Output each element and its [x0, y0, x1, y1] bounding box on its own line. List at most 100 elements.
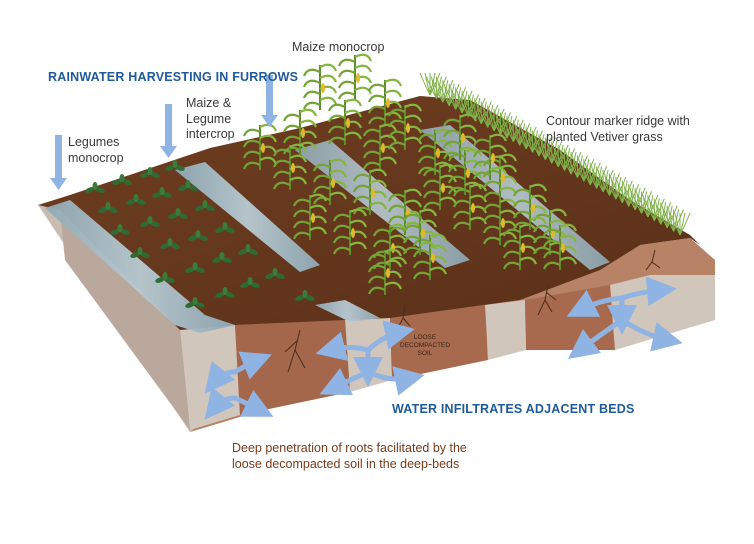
maize-plant-icon: [387, 103, 423, 150]
maize-plants: [242, 53, 578, 295]
legume-plant-icon: [185, 297, 205, 308]
vetiver-grass-icon: [438, 83, 460, 106]
label-loose-soil: LOOSE DECOMPACTED SOIL: [400, 334, 451, 357]
vetiver-grass-icon: [669, 212, 691, 236]
vetiver-grass-icon: [515, 126, 537, 150]
maize-plant-icon: [292, 193, 328, 240]
maize-plant-icon: [512, 183, 548, 230]
maize-plant-icon: [482, 153, 518, 200]
heading-rainwater-harvesting: RAINWATER HARVESTING IN FURROWS: [48, 70, 299, 84]
vetiver-grass-icon: [637, 194, 659, 218]
maize-plant-icon: [472, 133, 508, 180]
maize-plant-icon: [442, 113, 478, 160]
legume-plant-icon: [178, 180, 198, 191]
label-maize-monocrop: Maize monocrop: [292, 40, 385, 54]
label-contour-ridge: Contour marker ridge with planted Vetive…: [546, 114, 690, 144]
legume-plant-icon: [130, 247, 150, 258]
vetiver-grass-icon: [599, 173, 620, 196]
infiltration-arrow-icon: [365, 320, 415, 353]
maize-plant-icon: [327, 98, 363, 145]
legume-plant-icon: [160, 238, 180, 249]
legume-plant-icon: [155, 272, 175, 283]
water-furrow-1: [45, 200, 235, 333]
vetiver-grass-icon: [611, 180, 633, 203]
infiltration-arrow-icon: [232, 351, 272, 380]
legume-plant-icon: [215, 287, 235, 298]
infiltration-arrow-icon: [619, 276, 677, 307]
legume-plant-icon: [165, 160, 185, 171]
legume-plant-icon: [85, 182, 105, 193]
infiltration-arrow-icon: [566, 289, 625, 317]
label-water-infiltrates: WATER INFILTRATES ADJACENT BEDS: [392, 402, 635, 416]
maize-plant-icon: [422, 163, 458, 210]
legume-plant-icon: [126, 194, 146, 205]
legume-plant-icon: [265, 268, 285, 279]
legume-plant-icon: [140, 167, 160, 178]
legume-plant-icon: [168, 208, 188, 219]
water-furrow-3: [315, 300, 380, 322]
vetiver-grass-icon: [618, 184, 640, 207]
maize-plant-icon: [367, 248, 403, 295]
maize-plant-icon: [352, 168, 388, 215]
legume-plant-icon: [112, 174, 132, 185]
legume-plant-icon: [110, 224, 130, 235]
infiltration-arrow-icon: [567, 317, 625, 359]
bed-section-1: [235, 320, 350, 415]
vetiver-grass-icon: [451, 90, 473, 114]
maize-plant-icon: [417, 128, 453, 175]
maize-plant-icon: [452, 183, 488, 230]
furrow-section-1: [180, 325, 240, 430]
root-icon: [537, 284, 557, 316]
caption-deep-penetration: Deep penetration of roots facilitated by…: [232, 441, 467, 471]
left-bed-section: [60, 210, 190, 430]
vetiver-grass-icon: [522, 130, 544, 153]
down-arrow-icon: [160, 104, 177, 158]
vetiver-grass-icon: [573, 158, 595, 182]
vetiver-grass-icon: [432, 79, 454, 103]
vetiver-grass-icon: [509, 123, 531, 146]
maize-plant-icon: [332, 208, 368, 255]
vetiver-grass-icon: [419, 72, 441, 96]
vetiver-grass-icon: [605, 176, 627, 200]
maize-plant-icon: [402, 208, 438, 255]
maize-plant-icon: [542, 223, 578, 270]
legume-plant-icon: [98, 202, 118, 213]
down-arrow-icon: [261, 75, 278, 127]
maize-plant-icon: [272, 143, 308, 190]
maize-plant-icon: [282, 108, 318, 155]
vetiver-grass-icon: [624, 187, 646, 211]
legume-plant-icon: [140, 216, 160, 227]
infiltration-arrows: [204, 276, 683, 420]
infiltration-arrow-icon: [315, 331, 371, 361]
maize-plant-icon: [302, 63, 338, 110]
maize-plant-icon: [337, 53, 373, 100]
infiltration-arrow-icon: [319, 368, 371, 396]
legume-plant-icon: [295, 290, 315, 301]
vetiver-grass-icon: [663, 209, 685, 232]
rainfall-arrows: [50, 75, 278, 190]
label-maize-legume-intercrop: Maize & Legume intercrop: [186, 96, 235, 142]
label-legumes-monocrop: Legumes monocrop: [68, 135, 124, 165]
vetiver-grass-ridge: [419, 72, 691, 236]
infiltration-arrow-icon: [232, 389, 274, 417]
legume-plants: [85, 160, 315, 308]
legume-plant-icon: [215, 222, 235, 233]
maize-plant-icon: [447, 148, 483, 195]
maize-plant-icon: [312, 158, 348, 205]
vetiver-grass-icon: [631, 191, 653, 214]
legume-plant-icon: [185, 262, 205, 273]
legume-plant-icon: [188, 230, 208, 241]
legume-plant-icon: [212, 252, 232, 263]
water-furrow-2: [175, 162, 320, 272]
legume-plant-icon: [152, 187, 172, 198]
down-arrow-icon: [50, 135, 67, 190]
vetiver-grass-icon: [592, 169, 614, 193]
root-icon: [284, 329, 306, 373]
root-icon: [645, 249, 661, 271]
vetiver-grass-icon: [566, 155, 588, 178]
legume-plant-icon: [238, 244, 258, 255]
infiltration-arrow-icon: [365, 366, 425, 396]
furrow-section-3: [485, 300, 526, 360]
